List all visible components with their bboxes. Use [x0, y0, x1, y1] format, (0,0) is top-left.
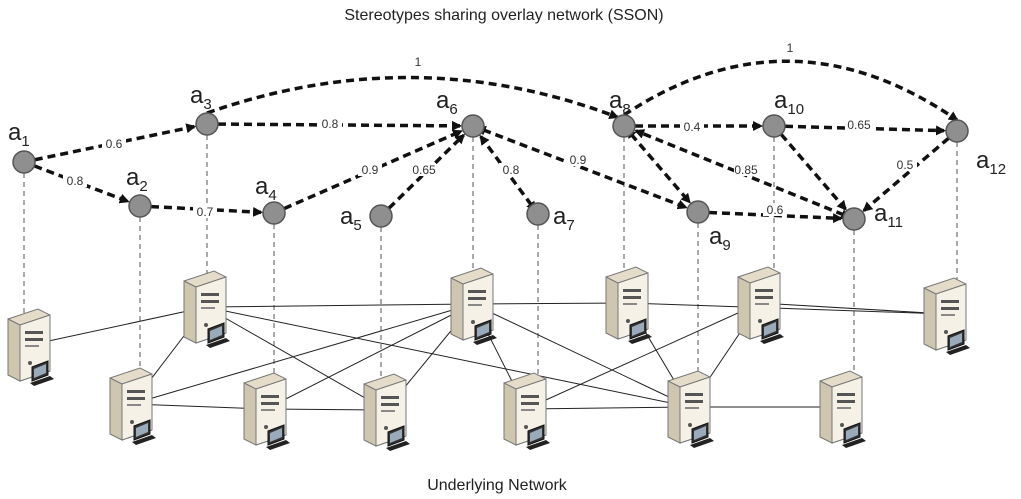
server-icon — [243, 372, 291, 451]
network-link-s2-s6 — [131, 303, 474, 405]
node-label-a12: a12 — [976, 147, 1006, 178]
node-label-a8: a8 — [609, 87, 631, 118]
network-link-s6-s4 — [265, 303, 474, 410]
node-a9 — [686, 200, 710, 224]
network-link-s6-s9 — [472, 303, 691, 408]
edge-weight-a3-a6: 0.8 — [322, 117, 339, 131]
network-link-s6-s8 — [472, 302, 629, 305]
edge-weight-bg — [318, 117, 342, 130]
server-icon — [109, 367, 157, 446]
node-label-a2: a2 — [126, 164, 148, 195]
node-a6 — [461, 114, 485, 138]
node-label-a9: a9 — [709, 223, 731, 254]
edge-weight-bg — [412, 163, 436, 176]
edge-weight-a1-a3: 0.6 — [106, 137, 123, 151]
edge-weight-a3-a8: 1 — [415, 55, 422, 69]
edge-weight-bg — [893, 158, 917, 171]
edge-weight-bg — [358, 163, 382, 176]
node-label-a5: a5 — [340, 203, 362, 234]
edge-a8-a12 — [623, 59, 959, 122]
node-label-a7: a7 — [553, 203, 575, 234]
node-a4 — [262, 201, 286, 225]
edge-weight-bg — [193, 205, 217, 218]
overlay-edges: 0.6 0.8 0.7 0.8 1 0.9 0.65 0.8 0.9 0.4 1 0.65 0.85 0.… — [33, 41, 959, 224]
node-label-a1: a1 — [8, 119, 30, 150]
edge-weight-bg — [102, 137, 126, 150]
server-icon — [183, 270, 231, 349]
edge-weight-a5-a6: 0.65 — [412, 163, 436, 177]
edge-weight-a12-a11: 0.5 — [897, 158, 914, 172]
edge-weight-bg — [566, 153, 590, 166]
node-label-a3: a3 — [190, 82, 212, 113]
node-server-links — [23, 135, 958, 382]
node-a7 — [526, 202, 550, 226]
node-label-a6: a6 — [436, 87, 458, 118]
edge-weight-bg — [778, 41, 802, 54]
edge-weight-bg — [63, 174, 87, 187]
server-icon — [923, 277, 971, 356]
node-a12 — [945, 119, 969, 143]
edge-weight-a10-a12: 0.65 — [847, 118, 871, 132]
network-link-s8-s12 — [627, 302, 947, 315]
edge-a1-a2 — [33, 164, 130, 204]
edge-weight-a8-a12: 1 — [787, 41, 794, 55]
edge-a8-a9 — [625, 128, 691, 204]
node-a10 — [762, 114, 786, 138]
node-label-a4: a4 — [255, 173, 277, 204]
edge-weight-a6-a9: 0.9 — [570, 153, 587, 167]
edge-weight-bg — [847, 118, 871, 131]
edge-weight-a8-a10: 0.4 — [684, 120, 701, 134]
node-a2 — [128, 194, 152, 218]
underlying-network-servers — [7, 266, 971, 452]
node-label-a10: a10 — [774, 87, 804, 118]
server-icon — [363, 373, 411, 452]
edge-weight-a11-a8: 0.85 — [734, 163, 758, 177]
network-link-s3-s5 — [205, 306, 387, 411]
edge-a10-a11 — [779, 133, 847, 211]
server-icon — [503, 372, 551, 451]
footer-label: Underlying Network — [427, 477, 568, 494]
network-link-s10-s12 — [759, 302, 947, 315]
network-link-s10-s7 — [525, 302, 761, 410]
server-icon — [737, 266, 785, 345]
diagram-title: Stereotypes sharing overlay network (SSO… — [344, 7, 663, 24]
edge-a6-a9 — [475, 125, 688, 210]
network-link-s3-s6 — [205, 303, 474, 308]
edge-weight-bg — [406, 55, 430, 68]
edge-a12-a11 — [862, 136, 950, 212]
edge-weight-bg — [734, 163, 758, 176]
edge-a3-a8 — [206, 75, 620, 120]
edge-weight-a1-a2: 0.8 — [67, 174, 84, 188]
server-icon — [7, 308, 55, 387]
edge-weight-bg — [763, 203, 787, 216]
server-icon — [667, 370, 715, 449]
overlay-nodes: a1 a2 a3 a4 a5 a6 a7 a8 a9 a10 a11 a12 — [8, 82, 1006, 254]
edge-weight-a2-a4: 0.7 — [197, 205, 214, 219]
network-link-s3-s9 — [205, 306, 691, 408]
server-icon — [605, 266, 653, 345]
node-a11 — [842, 207, 866, 231]
node-a5 — [369, 204, 393, 228]
edge-weight-a9-a11: 0.6 — [767, 203, 784, 217]
network-link-s1-s3 — [29, 306, 207, 346]
server-icon — [450, 267, 498, 346]
edge-weight-a7-a6: 0.8 — [503, 163, 520, 177]
network-link-s7-s9 — [525, 406, 691, 410]
node-label-a11: a11 — [874, 200, 903, 231]
node-a8 — [612, 114, 636, 138]
server-icon — [819, 370, 867, 449]
node-a1 — [12, 150, 36, 174]
node-a3 — [195, 112, 219, 136]
edge-weight-a4-a6: 0.9 — [362, 163, 379, 177]
